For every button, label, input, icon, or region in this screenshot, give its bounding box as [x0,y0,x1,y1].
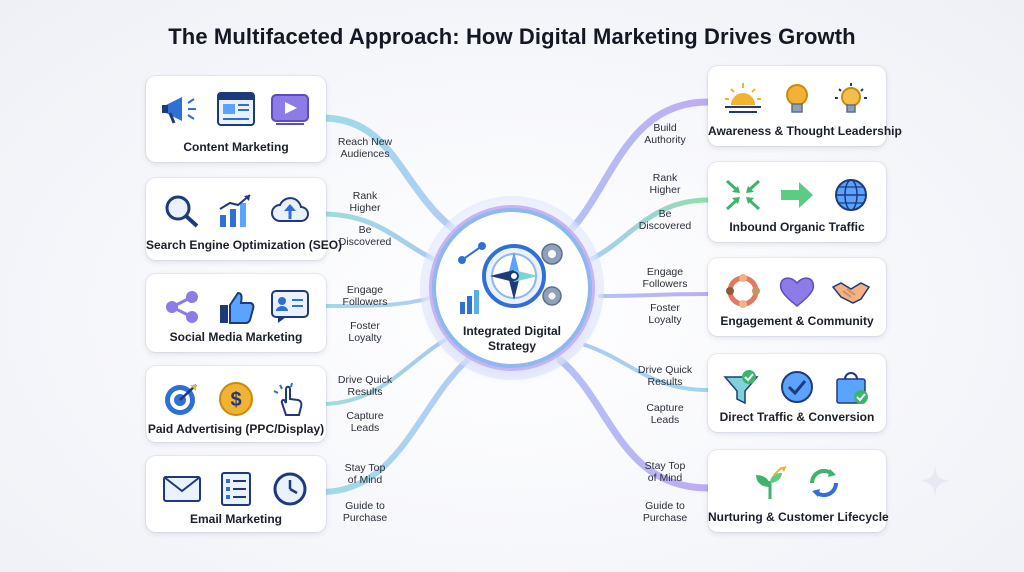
card-label: Nurturing & Customer Lifecycle [708,510,889,524]
card-awareness: Awareness & Thought Leadership [708,66,902,146]
megaphone-icon [162,91,202,127]
webpage-icon [216,91,256,127]
flow-email [319,355,473,495]
card-direct-conversion: Direct Traffic & Conversion [708,354,886,432]
card-label: Social Media Marketing [169,330,303,344]
flow-conversion [583,343,710,392]
card-paid-advertising: $ Paid Advertising (PPC/Display) [146,366,326,442]
card-label: Direct Traffic & Conversion [719,410,875,424]
globe-icon [831,177,871,213]
card-label: Email Marketing [189,512,283,526]
card-label: Paid Advertising (PPC/Display) [147,422,325,436]
compass-gears-icon [456,232,568,329]
sparkle-icon [920,464,950,503]
cycle-arrows-icon [804,465,844,501]
clock-icon [270,471,310,507]
profile-chat-icon [270,289,310,325]
growth-bar-chart-icon [216,193,256,229]
sunrise-icon [723,81,763,117]
card-label: Search Engine Optimization (SEO) [146,238,343,252]
lightbulb-glow-icon [831,81,871,117]
card-inbound-traffic: Inbound Organic Traffic [708,162,886,242]
card-email-marketing: Email Marketing [146,456,326,532]
hub-label-line1: Integrated Digital [462,324,561,338]
flow-engagement [598,292,710,298]
flow-nurturing [556,356,712,492]
video-play-icon [270,91,310,127]
dollar-coin-icon: $ [216,381,256,417]
card-label: Inbound Organic Traffic [729,220,865,234]
magnifier-icon [162,193,202,229]
click-hand-icon [270,381,310,417]
card-content-marketing: Content Marketing [146,76,326,162]
cloud-upload-icon [270,193,310,229]
card-nurturing: Nurturing & Customer Lifecycle [708,450,889,532]
envelope-icon [162,471,202,507]
share-icon [162,289,202,325]
handshake-icon [831,273,871,309]
card-label: Engagement & Community [720,314,874,328]
plant-growth-icon [750,465,790,501]
target-icon [162,381,202,417]
svg-text:$: $ [230,389,241,411]
hub-label-line2: Strategy [487,339,537,353]
card-social-media: Social Media Marketing [146,274,326,352]
hands-circle-icon [723,273,763,309]
card-label: Awareness & Thought Leadership [708,124,902,138]
heart-icon [777,273,817,309]
hub-circle [432,208,592,368]
page-title: The Multifaceted Approach: How Digital M… [168,24,856,49]
card-label: Content Marketing [183,140,289,154]
flow-paid [320,338,447,406]
card-seo: Search Engine Optimization (SEO) [146,178,343,260]
shopping-bag-check-icon [831,369,871,405]
flow-inbound [587,197,711,263]
checklist-icon [216,471,256,507]
thumbs-up-icon [216,289,256,325]
arrows-inward-icon [723,177,763,213]
funnel-check-icon [723,369,763,405]
lightbulb-icon [777,81,817,117]
card-engagement: Engagement & Community [708,258,886,336]
hub-label: Integrated Digital Strategy [432,324,592,354]
arrow-right-icon [777,177,817,213]
check-badge-icon [777,369,817,405]
